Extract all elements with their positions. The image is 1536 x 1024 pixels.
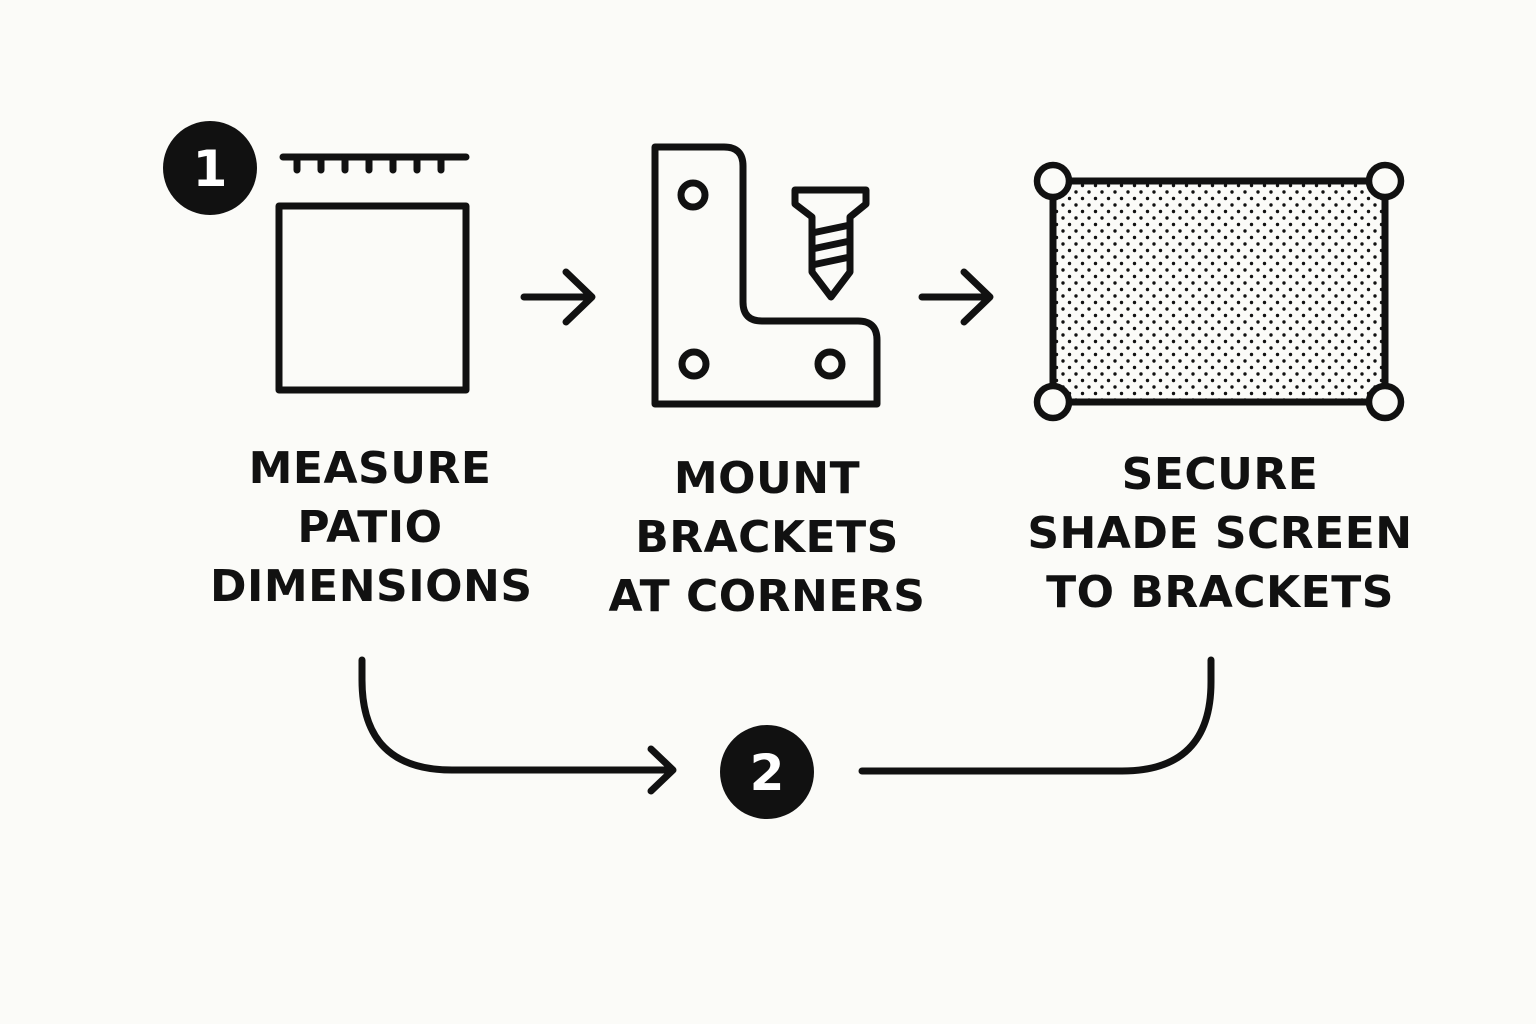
step-1-badge-number: 1 — [193, 140, 228, 198]
arrow-head-icon — [647, 745, 677, 795]
l-bracket-screw-icon — [651, 143, 881, 408]
step-2-badge-number: 2 — [750, 744, 785, 802]
bottom-flow-connector — [358, 656, 1215, 795]
step-2-label-line: MOUNT — [673, 453, 861, 504]
corner-ring — [1365, 382, 1405, 422]
right-curve-line — [858, 656, 1215, 775]
shade-fabric — [1053, 181, 1385, 402]
l-bracket — [651, 143, 881, 408]
ruler-ticks — [293, 153, 445, 174]
measure-square-icon — [275, 153, 470, 394]
step-2-label-line: BRACKETS — [635, 512, 899, 563]
corner-ring — [1033, 382, 1073, 422]
corner-ring — [1033, 161, 1073, 201]
left-curve-arrow — [358, 656, 672, 774]
step-2-badge: 2 — [720, 725, 814, 819]
step-2-label: MOUNT BRACKETS AT CORNERS — [597, 449, 937, 626]
arrow-right-icon — [520, 268, 596, 326]
step-3-label-line: SHADE SCREEN — [1027, 508, 1413, 559]
step-1-label-line: MEASURE — [248, 443, 492, 494]
step-1-label: MEASURE PATIO DIMENSIONS — [210, 439, 533, 616]
step-3-label-line: TO BRACKETS — [1046, 567, 1394, 618]
bracket-hole — [814, 348, 846, 380]
bracket-hole — [678, 348, 710, 380]
patio-square — [275, 202, 470, 394]
corner-ring — [1365, 161, 1405, 201]
step-3-label-line: SECURE — [1121, 449, 1319, 500]
bracket-hole — [677, 179, 709, 211]
step-1-badge: 1 — [163, 121, 257, 215]
shade-frame — [1049, 177, 1389, 406]
step-1-label-line: PATIO — [297, 502, 443, 553]
arrow-right-icon — [918, 268, 994, 326]
step-3-label: SECURE SHADE SCREEN TO BRACKETS — [1020, 445, 1420, 622]
screw-icon — [791, 186, 870, 301]
step-1-label-line: DIMENSIONS — [210, 561, 533, 612]
step-2-label-line: AT CORNERS — [608, 571, 926, 622]
shade-screen-icon — [1033, 161, 1405, 422]
